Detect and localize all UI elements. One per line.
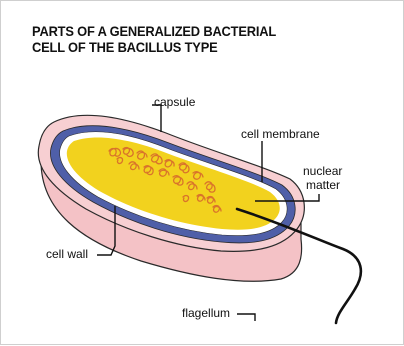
label-nuclear-matter-line-2: matter — [306, 178, 340, 192]
flagellum-leader — [237, 314, 255, 321]
label-nuclear-matter-line-1: nuclear — [303, 164, 342, 178]
label-cell-membrane: cell membrane — [241, 127, 320, 141]
label-cell-wall: cell wall — [46, 247, 88, 261]
label-capsule: capsule — [154, 95, 195, 109]
label-flagellum: flagellum — [182, 306, 230, 320]
